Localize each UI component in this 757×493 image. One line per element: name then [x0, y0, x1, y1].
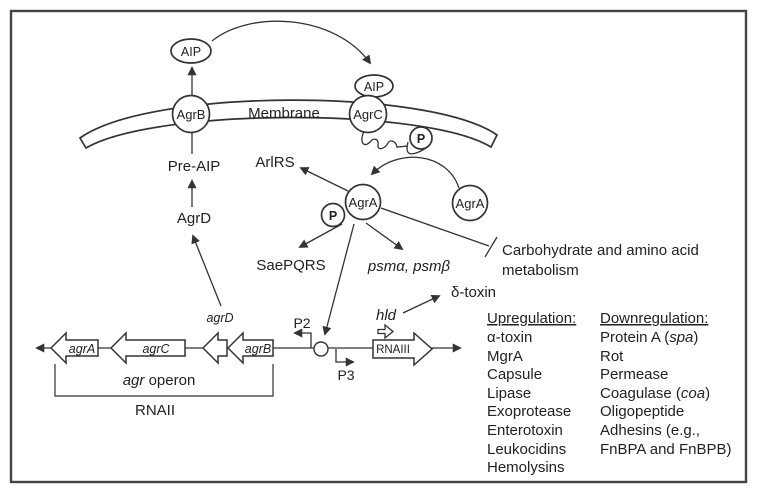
- agra-phospho-circle: [344, 183, 382, 221]
- agra-to-promoter-arrow: [322, 223, 355, 336]
- agra-gene-label: agrA: [69, 342, 95, 356]
- downregulation-item: FnBPA and FnBPB): [600, 441, 731, 458]
- inhibition-slash: [484, 236, 498, 258]
- receptor-phosphate-circle: [409, 126, 433, 150]
- downregulation-item: Adhesins (e.g.,: [600, 422, 700, 439]
- upregulation-item: Exoprotease: [487, 403, 571, 420]
- metabolism-label-line2: metabolism: [502, 262, 579, 279]
- p3-promoter-arrow: [335, 349, 355, 367]
- saepqrs-label: SaePQRS: [256, 257, 325, 274]
- agrc-gene-label: agrC: [142, 342, 170, 356]
- agra-inactive-circle: [451, 184, 489, 222]
- upregulation-item: MgrA: [487, 348, 523, 365]
- agrc-circle: [348, 94, 388, 134]
- p3-label: P3: [337, 367, 354, 383]
- agra-to-saepqrs-arrow: [298, 223, 343, 248]
- agra-to-arlrs-arrow: [299, 167, 349, 192]
- downregulation-item: Oligopeptide: [600, 403, 684, 420]
- downregulation-list: Downregulation: Protein A (spa) Rot Perm…: [600, 310, 731, 458]
- upregulation-item: Enterotoxin: [487, 422, 563, 439]
- receptor-phosphate-label: P: [417, 132, 425, 146]
- upregulation-item: Capsule: [487, 366, 542, 383]
- downregulation-item: Protein A (spa): [600, 329, 698, 346]
- arlrs-label: ArlRS: [255, 154, 294, 171]
- agrc-gene-arrow: [109, 331, 186, 365]
- agrd-protein-label: AgrD: [177, 210, 211, 227]
- agra-phosphorylation-arrow: [370, 156, 460, 189]
- delta-toxin-label: δ-toxin: [451, 284, 496, 301]
- downregulation-heading: Downregulation:: [600, 310, 708, 327]
- agra-gene-arrow: [49, 331, 99, 365]
- agrc-tail-squiggle: [361, 130, 409, 150]
- rnaii-label: RNAII: [135, 402, 175, 419]
- upregulation-item: Leukocidins: [487, 441, 566, 458]
- agrd-gene-to-protein-arrow: [191, 234, 222, 307]
- hld-label: hld: [376, 307, 397, 324]
- agra-inactive-label: AgrA: [456, 196, 485, 211]
- aip-secreted-ellipse: [170, 38, 212, 64]
- aip-secreted-label: AIP: [181, 45, 201, 59]
- upregulation-list: Upregulation: α-toxin MgrA Capsule Lipas…: [487, 310, 576, 476]
- upregulation-heading: Upregulation:: [487, 310, 576, 327]
- agrb-gene-label: agrB: [245, 342, 271, 356]
- gene-arrows: agrA agrC agrD agrB: [49, 311, 274, 365]
- agrc-label: AgrC: [353, 107, 383, 122]
- psm-label: psmα, psmβ: [367, 258, 451, 275]
- agr-operon-label: agr operon: [123, 372, 196, 389]
- p2-label: P2: [293, 315, 310, 331]
- hld-to-deltatoxin-arrow: [402, 294, 441, 314]
- membrane-label: Membrane: [248, 105, 320, 122]
- aip-diffusion-arrow: [211, 20, 372, 65]
- metabolism-label-line1: Carbohydrate and amino acid: [502, 242, 699, 259]
- agra-phospho-label: AgrA: [349, 195, 378, 210]
- agra-to-psm-arrow: [365, 222, 404, 251]
- agrb-circle: [171, 94, 211, 134]
- rnaiii-label: RNAIII: [376, 344, 410, 356]
- agrb-gene-arrow: [226, 331, 274, 365]
- upregulation-item: α-toxin: [487, 329, 532, 346]
- downregulation-item: Permease: [600, 366, 668, 383]
- connector-lines: [35, 20, 498, 353]
- rnaii-bracket: [54, 364, 274, 397]
- promoter-region-circle: [313, 341, 329, 357]
- downregulation-item: Coagulase (coa): [600, 385, 710, 402]
- hld-gene-direction-icon: [377, 323, 395, 340]
- rnaiii-arrow: [372, 331, 434, 367]
- agrd-gene-arrow: [201, 331, 228, 365]
- agra-phosphate-label: P: [329, 209, 337, 223]
- agra-phosphate-circle: [320, 202, 346, 228]
- agrd-gene-label: agrD: [206, 311, 233, 325]
- agrb-label: AgrB: [177, 107, 206, 122]
- agra-to-metabolism-line: [380, 207, 490, 247]
- pre-aip-label: Pre-AIP: [168, 158, 221, 175]
- upregulation-item: Hemolysins: [487, 459, 565, 476]
- figure-border: [9, 9, 748, 484]
- p2-promoter-arrow: [293, 328, 312, 348]
- upregulation-item: Lipase: [487, 385, 531, 402]
- aip-bound-label: AIP: [364, 80, 384, 94]
- downregulation-item: Rot: [600, 348, 624, 365]
